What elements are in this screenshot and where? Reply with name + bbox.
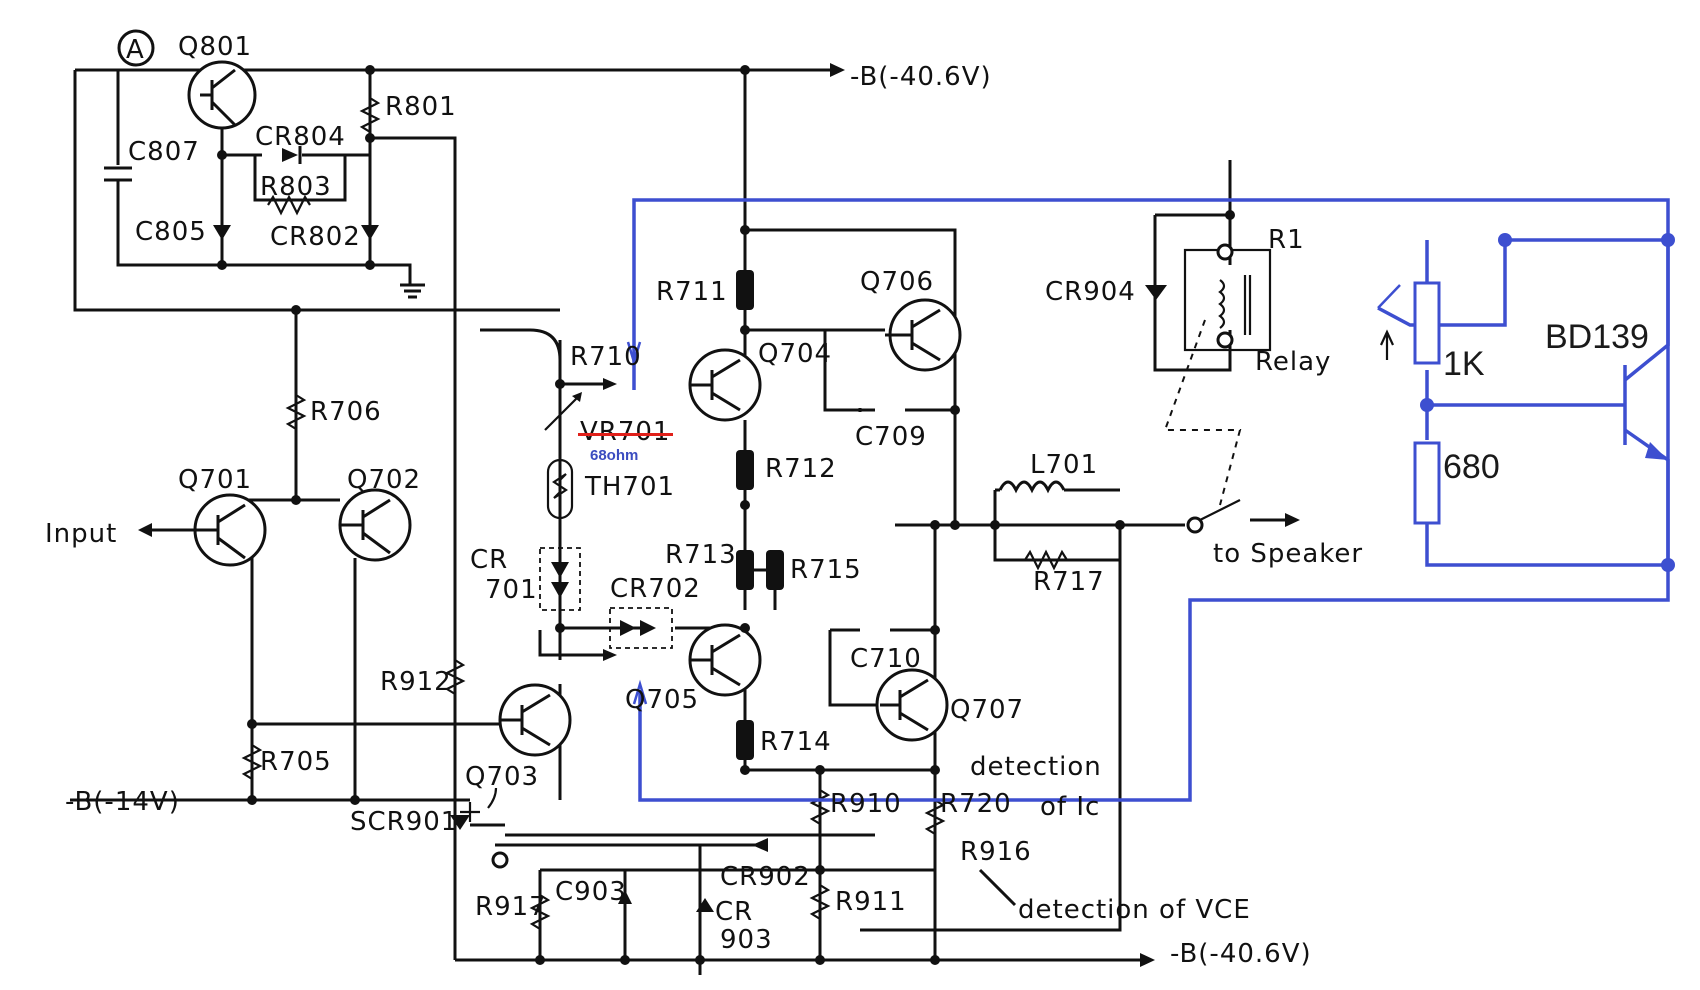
label-q704: Q704 — [758, 339, 832, 369]
label-node-a: A — [126, 35, 145, 65]
label-cr903-a: CR — [715, 897, 753, 927]
label-relay: Relay — [1255, 347, 1331, 377]
label-r717: R717 — [1033, 567, 1105, 597]
resistors — [241, 97, 1068, 930]
label-r1: R1 — [1268, 225, 1305, 255]
label-of-ic: of Ic — [1040, 792, 1100, 822]
label-cr702: CR702 — [610, 574, 701, 604]
label-input: Input — [45, 519, 117, 549]
label-vr701-replacement: 68ohm — [590, 447, 638, 464]
label-scr901: SCR901 — [350, 807, 458, 837]
label-r917: R917 — [475, 892, 547, 922]
label-cr902: CR902 — [720, 862, 811, 892]
junction-dots — [217, 65, 1235, 965]
label-q706: Q706 — [860, 267, 934, 297]
label-c805: C805 — [135, 217, 207, 247]
label-r720: R720 — [940, 789, 1012, 819]
label-q702: Q702 — [347, 465, 421, 495]
transistors — [187, 60, 962, 757]
label-supply-bottom: -B(-40.6V) — [1170, 939, 1312, 969]
label-q705: Q705 — [625, 685, 699, 715]
label-r712: R712 — [765, 454, 837, 484]
label-to-speaker: to Speaker — [1213, 539, 1363, 569]
label-q801: Q801 — [178, 32, 252, 62]
label-cr701-b: 701 — [485, 575, 538, 605]
label-r713: R713 — [665, 540, 737, 570]
added-protection-circuit — [626, 198, 1675, 802]
label-r706: R706 — [310, 397, 382, 427]
label-r711: R711 — [656, 277, 728, 307]
label-c807: C807 — [128, 137, 200, 167]
label-l701: L701 — [1030, 450, 1098, 480]
label-vr701: VR701 — [580, 417, 670, 447]
node-a-marker — [117, 29, 155, 67]
label-r801: R801 — [385, 92, 457, 122]
label-r912: R912 — [380, 667, 452, 697]
diodes-and-passives — [213, 146, 1252, 912]
label-th701: TH701 — [584, 472, 675, 502]
label-cr802: CR802 — [270, 222, 361, 252]
label-r705: R705 — [260, 747, 332, 777]
label-pot-1k: 1K — [1443, 345, 1485, 383]
label-c903: C903 — [555, 877, 627, 907]
component-labels: A Q801 R801 C807 CR804 R803 C805 CR802 -… — [45, 32, 1649, 969]
label-res-680: 680 — [1443, 448, 1500, 486]
label-r710: R710 — [570, 342, 642, 372]
label-supply-left: -B(-14V) — [65, 787, 180, 817]
label-detection-vce: detection of VCE — [1018, 895, 1251, 925]
label-cr903-b: 903 — [720, 925, 773, 955]
label-bd139: BD139 — [1545, 318, 1649, 356]
label-detection: detection — [970, 752, 1102, 782]
relay-link — [1163, 319, 1242, 506]
label-r916: R916 — [960, 837, 1032, 867]
label-r803: R803 — [260, 172, 332, 202]
label-cr701-a: CR — [470, 545, 508, 575]
label-q701: Q701 — [178, 465, 252, 495]
label-cr804: CR804 — [255, 122, 346, 152]
label-supply-top: -B(-40.6V) — [850, 62, 992, 92]
label-r715: R715 — [790, 555, 862, 585]
vr701-strike — [578, 433, 673, 436]
label-q707: Q707 — [950, 695, 1024, 725]
label-c710: C710 — [850, 644, 922, 674]
label-r714: R714 — [760, 727, 832, 757]
label-q703: Q703 — [465, 762, 539, 792]
label-cr904: CR904 — [1045, 277, 1136, 307]
label-c709: C709 — [855, 422, 927, 452]
label-r910: R910 — [830, 789, 902, 819]
label-r911: R911 — [835, 887, 907, 917]
